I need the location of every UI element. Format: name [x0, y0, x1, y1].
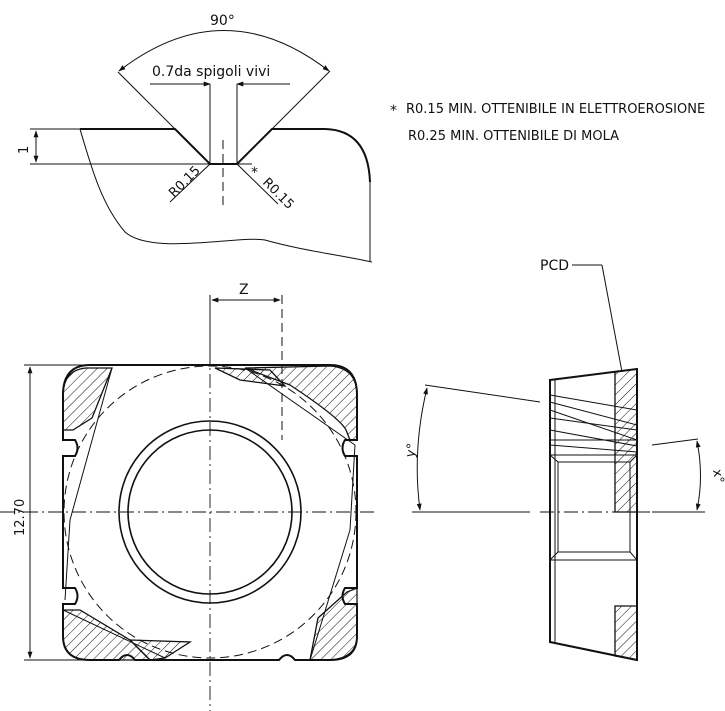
clearance-line-1: [549, 394, 638, 411]
note-star: *: [390, 103, 397, 119]
angle-extension-left: [117, 71, 176, 130]
front-view: Z 12.70: [0, 282, 375, 711]
pcd-label: PCD: [540, 258, 569, 274]
y-angle-arc: [416, 387, 428, 511]
flank-line-right: [349, 444, 356, 531]
angle-label: 90°: [210, 13, 235, 29]
break-line: [79, 128, 373, 263]
left-radius-label: R0.15: [166, 163, 203, 200]
star-mark: *: [251, 165, 258, 181]
hole-corner-tr: [629, 454, 638, 463]
y-angle-line: [424, 384, 541, 403]
x-angle-arc: [695, 440, 701, 511]
flank-line-top: [244, 367, 356, 446]
flank-line-left-lower: [64, 519, 71, 601]
flank-line-left: [69, 367, 113, 521]
clearance-line-4: [549, 417, 638, 431]
pcd-leader-diagonal: [601, 264, 623, 373]
angle-extension-right: [271, 70, 331, 130]
hole-corner-tl: [549, 454, 559, 463]
note-line-1: R0.15 MIN. OTTENIBILE IN ELETTROEROSIONE: [406, 102, 705, 117]
hole-corner-bl: [549, 551, 559, 561]
x-angle-label: x°: [709, 468, 725, 485]
side-view: PCD y° x°: [403, 258, 725, 662]
z-label: Z: [239, 282, 249, 298]
groove-profile: [80, 128, 371, 183]
left-radius-leader: [169, 163, 211, 203]
right-radius-label: R0.15: [259, 175, 296, 212]
edge-label: 0.7da spigoli vivi: [152, 64, 270, 80]
clearance-line-3: [549, 409, 638, 441]
right-radius-leader: [236, 163, 279, 205]
edge-detail-view: 90° 0.7da spigoli vivi 1 R0.15 R0.15 *: [17, 13, 373, 263]
angle-arc: [118, 30, 330, 72]
clearance-line-7: [549, 444, 638, 453]
size-label: 12.70: [13, 499, 28, 536]
y-angle-label: y°: [403, 442, 420, 459]
x-angle-line: [651, 438, 699, 446]
clearance-line-2: [549, 401, 638, 426]
pcd-insert-bottom-left: [62, 609, 152, 661]
note-line-2: R0.25 MIN. OTTENIBILE DI MOLA: [408, 129, 619, 144]
notes: * R0.15 MIN. OTTENIBILE IN ELETTROEROSIO…: [390, 102, 705, 144]
pcd-layer-bottom: [614, 605, 638, 661]
pcd-insert-top-left: [62, 367, 113, 431]
pcd-insert-top-strip: [214, 367, 287, 387]
clearance-line-5: [549, 429, 638, 447]
height-label: 1: [17, 146, 32, 154]
flank-line-bottom: [62, 609, 166, 659]
pcd-insert-bottom-right: [309, 587, 358, 661]
hole-corner-br: [629, 551, 638, 561]
